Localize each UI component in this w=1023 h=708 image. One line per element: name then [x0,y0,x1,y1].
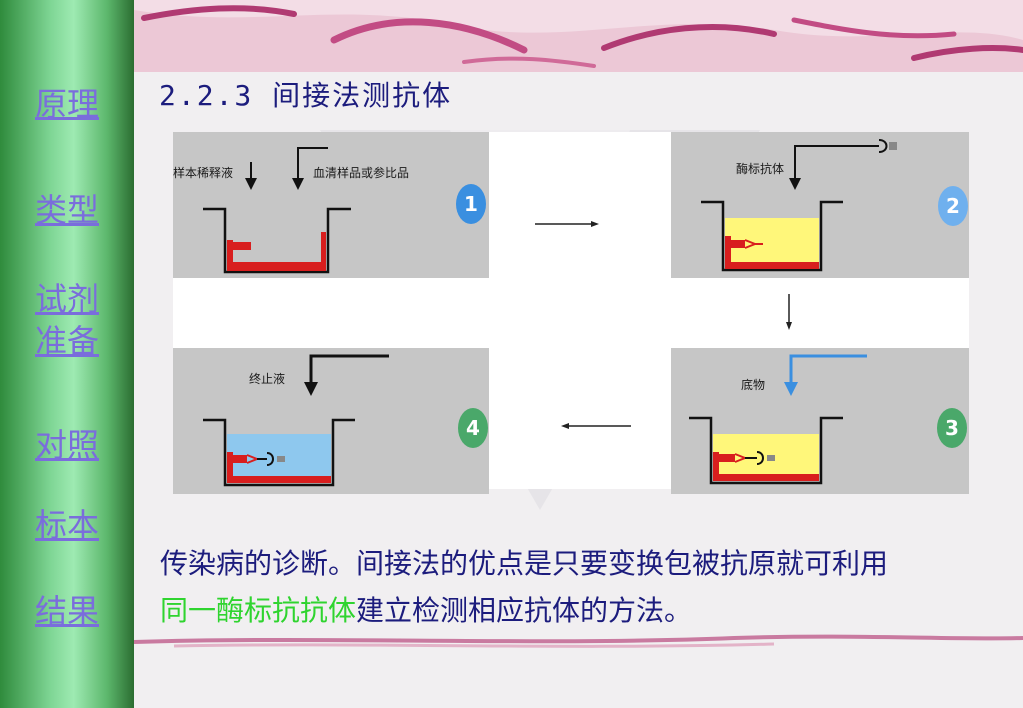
decorative-wave-bottom [134,634,1023,648]
slide-title: 2.2.3 间接法测抗体 [159,79,453,112]
nav-link-preparation[interactable]: 准备 [35,322,100,360]
step-badge-4: 4 [458,408,488,448]
step-badge-3: 3 [937,408,967,448]
nav-link-specimen[interactable]: 标本 [35,506,100,544]
nav-link-reagent[interactable]: 试剂 [35,280,100,318]
nav-link-principle[interactable]: 原理 [35,85,100,123]
arrow-down-icon [786,294,792,330]
step-1-panel: 样本稀释液 血清样品或参比品 1 [173,132,489,278]
well-yellow-substrate-icon [689,354,867,485]
decorative-wave-top [134,0,1023,72]
step-badge-1: 1 [456,184,486,224]
body-paragraph: 传染病的诊断。间接法的优点是只要变换包被抗原就可利用 同一酶标抗抗体建立检测相应… [160,540,1000,634]
well-yellow-icon [701,139,897,272]
sidebar-nav: 原理 类型 试剂 准备 对照 标本 结果 [0,0,134,708]
arrow-left-icon [561,423,631,429]
indirect-method-diagram: 样本稀释液 血清样品或参比品 1 酶标抗体 2 [173,132,969,494]
nav-link-types[interactable]: 类型 [35,191,100,229]
label-sample-diluent: 样本稀释液 [173,166,234,180]
step-3-panel: 底物 3 [671,348,969,494]
well-blue-icon [203,354,389,487]
body-highlight: 同一酶标抗抗体 [160,594,357,627]
well-red-icon [203,147,351,274]
step-2-panel: 酶标抗体 2 [671,132,969,278]
body-text-line-1: 传染病的诊断。间接法的优点是只要变换包被抗原就可利用 [160,547,889,580]
label-stop-solution: 终止液 [249,372,286,386]
step-badge-2: 2 [938,186,968,226]
body-text-line-2: 建立检测相应抗体的方法。 [356,594,693,627]
step-4-panel: 终止液 4 [173,348,489,494]
nav-link-control[interactable]: 对照 [35,426,100,464]
label-substrate: 底物 [741,378,766,392]
label-enzyme-antibody: 酶标抗体 [736,162,785,176]
nav-link-result[interactable]: 结果 [35,592,100,630]
arrow-right-icon [535,221,599,227]
label-serum-sample: 血清样品或参比品 [313,166,410,180]
